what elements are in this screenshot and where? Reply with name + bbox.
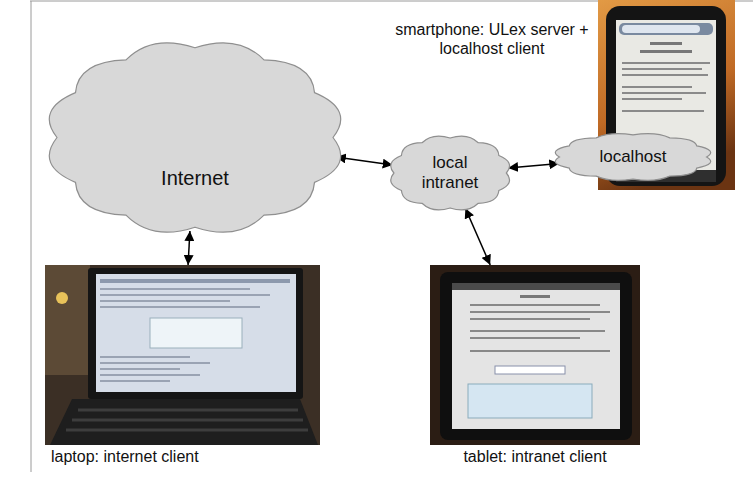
photo-background [598, 0, 735, 190]
screen-line [622, 86, 692, 88]
node-text: smartphone: ULex server + localhost clie… [374, 20, 610, 58]
connector-arrow [336, 157, 393, 165]
photo-background [45, 265, 320, 445]
screen-line [622, 92, 706, 94]
screen-line [470, 350, 610, 352]
screen-line [520, 295, 550, 298]
screen-line [100, 288, 250, 290]
device-photo: laptop: internet client [45, 265, 320, 470]
screen-line [650, 42, 682, 45]
screen-line [100, 362, 210, 364]
laptop-screen [96, 274, 296, 392]
cloud-outline [49, 43, 340, 232]
screen-line [100, 279, 290, 283]
network-cloud: Internet [45, 40, 345, 235]
screen-line [470, 304, 600, 306]
screen-line [470, 330, 605, 332]
device-photo: tablet: intranet client [430, 265, 640, 470]
connector-arrow [508, 163, 559, 167]
screen-box [150, 318, 242, 348]
status-bar [452, 283, 620, 290]
screen-line [622, 74, 708, 76]
screen-line [622, 62, 710, 64]
url-field [622, 25, 700, 33]
frame-line [31, 1, 32, 472]
screen-line [100, 306, 260, 308]
url-bar [619, 23, 713, 35]
cloud-outline [391, 136, 510, 210]
keyboard-row [72, 419, 303, 422]
screen-line [622, 98, 682, 100]
tablet-photo [430, 265, 640, 445]
node-text: laptop: internet client [51, 447, 199, 466]
screen-line [100, 294, 270, 296]
connector-arrow [188, 231, 190, 265]
laptop-base [50, 399, 318, 445]
photo-background [45, 265, 90, 375]
network-cloud: localhost [553, 133, 713, 181]
smartphone-photo [598, 0, 735, 190]
node-text: local intranet [410, 153, 490, 194]
cloud-outline [555, 134, 710, 181]
screen-line [470, 318, 590, 320]
cloud-shape [45, 40, 345, 235]
laptop-photo [45, 265, 320, 445]
network-cloud: local intranet [389, 135, 511, 211]
tablet-body [440, 272, 632, 440]
lamp-light [56, 292, 68, 304]
node-text: localhost [599, 147, 666, 167]
screen-line [622, 68, 702, 70]
screen-line [100, 368, 180, 370]
keyboard-row [66, 429, 308, 432]
connector-arrow [465, 208, 490, 265]
device-caption: smartphone: ULex server + localhost clie… [372, 18, 612, 70]
node-text: Internet [161, 166, 229, 190]
input-bar [495, 366, 565, 374]
photo-background [430, 265, 640, 445]
tablet-screen [452, 283, 620, 429]
laptop-lid [88, 268, 303, 399]
screen-line [470, 311, 610, 313]
screen-line [100, 374, 200, 376]
screen-line [100, 380, 170, 382]
screen-box [468, 384, 592, 418]
node-text: tablet: intranet client [463, 447, 606, 466]
screen-line [100, 356, 190, 358]
screen-line [470, 337, 580, 339]
screen-line [622, 110, 704, 112]
screen-line [640, 50, 692, 53]
screen-line [100, 300, 230, 302]
keyboard-row [78, 409, 298, 412]
